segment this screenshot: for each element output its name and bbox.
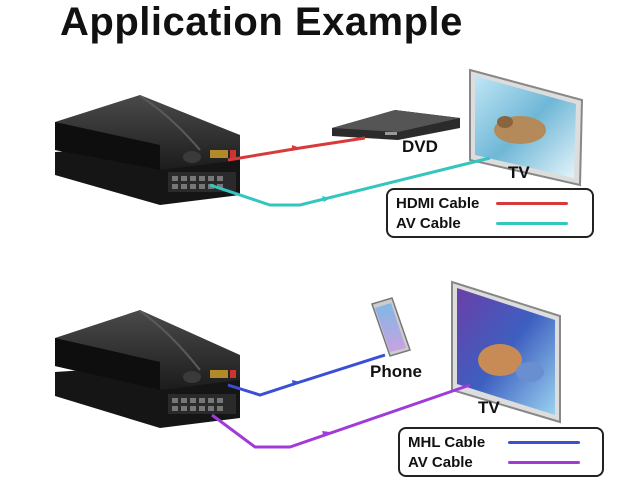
av-cable-top	[209, 156, 491, 207]
legend-item-hdmi: HDMI Cable	[396, 193, 584, 213]
legend-label: MHL Cable	[408, 433, 486, 451]
legend-swatch-hdmi	[496, 201, 568, 205]
phone-device	[371, 297, 411, 357]
converter-device-top	[55, 95, 240, 205]
converter-device-bottom	[55, 310, 240, 428]
legend-swatch-av	[508, 460, 580, 464]
legend-item-av: AV Cable	[396, 213, 584, 233]
legend-label: HDMI Cable	[396, 194, 480, 212]
tv-top-label: TV	[508, 163, 530, 182]
tv-bottom	[451, 280, 561, 424]
legend-swatch-av	[496, 221, 568, 225]
legend-item-mhl: MHL Cable	[408, 432, 594, 452]
legend-swatch-mhl	[508, 440, 580, 444]
legend-label: AV Cable	[408, 453, 473, 471]
dvd-label: DVD	[402, 137, 438, 156]
tv-bottom-label: TV	[478, 398, 500, 417]
legend-label: AV Cable	[396, 214, 461, 232]
tv-top	[469, 68, 584, 187]
page-title: Application Example	[60, 0, 463, 44]
dvd-player	[332, 110, 460, 140]
legend-bottom: MHL Cable AV Cable	[398, 427, 604, 477]
legend-top: HDMI Cable AV Cable	[386, 188, 594, 238]
av-cable-bottom	[211, 383, 471, 449]
phone-label: Phone	[370, 362, 422, 381]
legend-item-av: AV Cable	[408, 452, 594, 472]
mhl-cable-bottom	[227, 353, 386, 397]
